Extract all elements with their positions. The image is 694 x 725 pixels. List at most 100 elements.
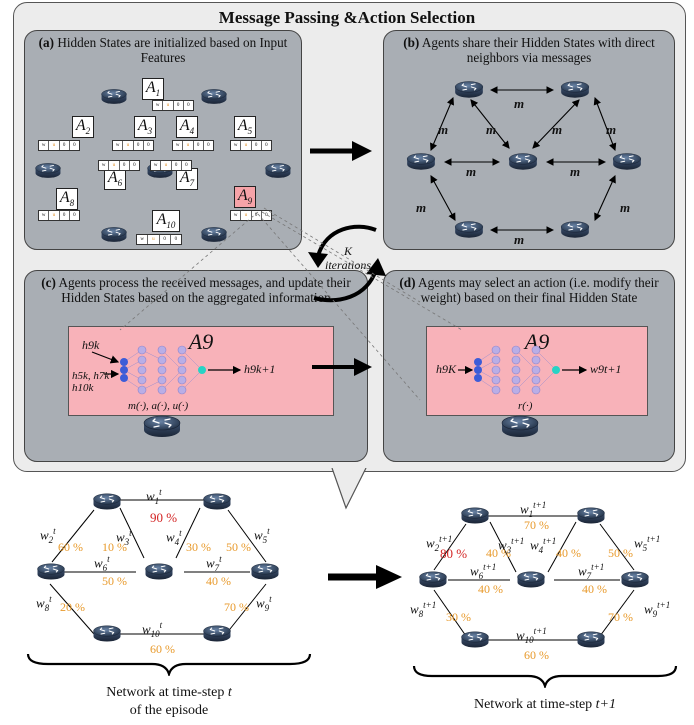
weight-label: w2t (40, 526, 56, 545)
nn-functions-d: r(·) (518, 400, 533, 412)
weight-label: w3t+1 (498, 536, 525, 555)
nn-input-h9: h9k (82, 338, 100, 352)
arrow-a-to-b (310, 141, 372, 161)
router-icon (517, 571, 545, 588)
utilization-label: 60 % (150, 642, 175, 656)
a9-dashed-links (119, 207, 463, 401)
weight-label: w3t (116, 528, 132, 547)
weight-label: w9t+1 (644, 600, 671, 619)
message-label: m (416, 200, 427, 215)
weight-label: w10t+1 (516, 626, 547, 645)
utilization-label: 70 % (224, 600, 249, 614)
weight-label: w5t (254, 526, 270, 545)
weight-label: w7t (206, 554, 222, 573)
nn-output-c: h9k+1 (244, 362, 276, 376)
nn-output-d: w9t+1 (590, 362, 622, 376)
router-icon (461, 631, 489, 648)
message-label: m (620, 200, 631, 215)
utilization-label: 80 % (440, 546, 468, 561)
utilization-label: 60 % (58, 540, 83, 554)
weight-label: w9t (256, 594, 272, 613)
callout-tail (331, 468, 367, 510)
router-icon (145, 563, 173, 580)
utilization-label: 40 % (206, 574, 231, 588)
utilization-label: 30 % (446, 610, 471, 624)
utilization-label: 40 % (582, 582, 607, 596)
router-icon (251, 563, 279, 580)
arrow-t-to-t1 (328, 565, 402, 589)
weight-label: w6t (94, 554, 110, 573)
weight-label: w4t (166, 528, 182, 547)
utilization-label: 40 % (556, 546, 581, 560)
utilization-label: 50 % (608, 546, 633, 560)
router-icon (461, 507, 489, 524)
router-icon (419, 571, 447, 588)
utilization-label: 40 % (478, 582, 503, 596)
message-label: m (466, 164, 477, 179)
router-icon (621, 571, 649, 588)
message-label: m (514, 96, 525, 111)
utilization-label: 30 % (186, 540, 211, 554)
panel-b-title: (b) Agents share their Hidden States wit… (403, 35, 655, 65)
iterations-k: K (343, 244, 352, 258)
panel-d-title: (d) Agents may select an action (i.e. mo… (399, 275, 659, 305)
caption-t1: Network at time-step t+1 (473, 697, 617, 712)
agent-a4: A4 (176, 116, 198, 138)
neural-net-d (458, 345, 588, 395)
message-label: m (486, 122, 497, 137)
diagram-title: Message Passing &Action Selection (218, 8, 476, 27)
weight-label: w8t (36, 594, 52, 613)
weight-label: w4t+1 (530, 536, 557, 555)
arrow-c-to-d (312, 358, 372, 376)
brace-t (26, 653, 312, 676)
router-icon (203, 493, 231, 510)
weight-label: w6t+1 (470, 562, 497, 581)
utilization-label: 50 % (102, 574, 127, 588)
nn-input-d: h9K (436, 362, 457, 376)
router-icon (93, 493, 121, 510)
message-label: m (438, 122, 449, 137)
iterations-label: iterations (324, 258, 371, 272)
utilization-label: 20 % (60, 600, 85, 614)
router-icon (37, 563, 65, 580)
network-t-graph (37, 493, 279, 642)
message-label: m (570, 164, 581, 179)
weight-label: w7t+1 (578, 562, 605, 581)
utilization-label: 10 % (102, 540, 127, 554)
weight-label: w10t (142, 620, 163, 639)
weight-label: w1t+1 (520, 500, 547, 519)
panel-a-title: (a) Hidden States are initialized based … (38, 35, 288, 65)
router-icon (577, 507, 605, 524)
agent-a1: A1 (142, 78, 164, 100)
utilization-label: 70 % (524, 518, 549, 532)
message-label: m (514, 232, 525, 247)
utilization-label: 90 % (150, 510, 178, 525)
panel-b-graph (406, 81, 642, 239)
agent-a8: A8 (56, 188, 78, 210)
agent-a3: A3 (134, 116, 156, 138)
panel-c-title: (c) Agents process the received messages… (41, 275, 351, 305)
nn-functions-c: m(·), a(·), u(·) (128, 400, 189, 412)
router-icon (577, 631, 605, 648)
agent-a5: A5 (234, 116, 256, 138)
message-label: m (552, 122, 563, 137)
brace-t1 (412, 665, 678, 688)
network-t1-graph (419, 507, 649, 648)
utilization-label: 50 % (226, 540, 251, 554)
agent-a2: A2 (72, 116, 94, 138)
iterations-loop-arrow (308, 224, 386, 303)
weight-label: w1t (146, 487, 162, 506)
router-icon (203, 625, 231, 642)
weight-label: w2t+1 (426, 534, 453, 553)
